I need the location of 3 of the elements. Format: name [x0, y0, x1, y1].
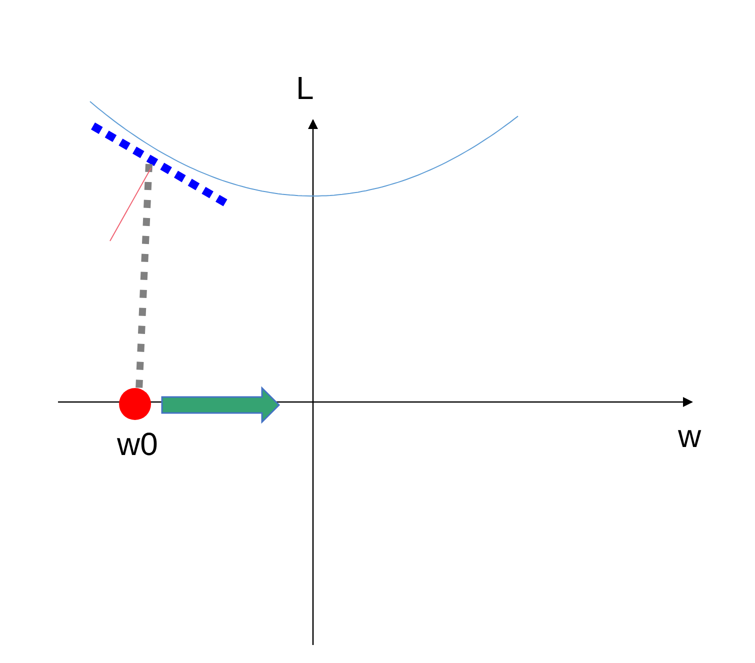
axis-label: L — [296, 72, 314, 104]
point-label: w0 — [117, 428, 158, 460]
axis-label: w — [678, 420, 702, 452]
